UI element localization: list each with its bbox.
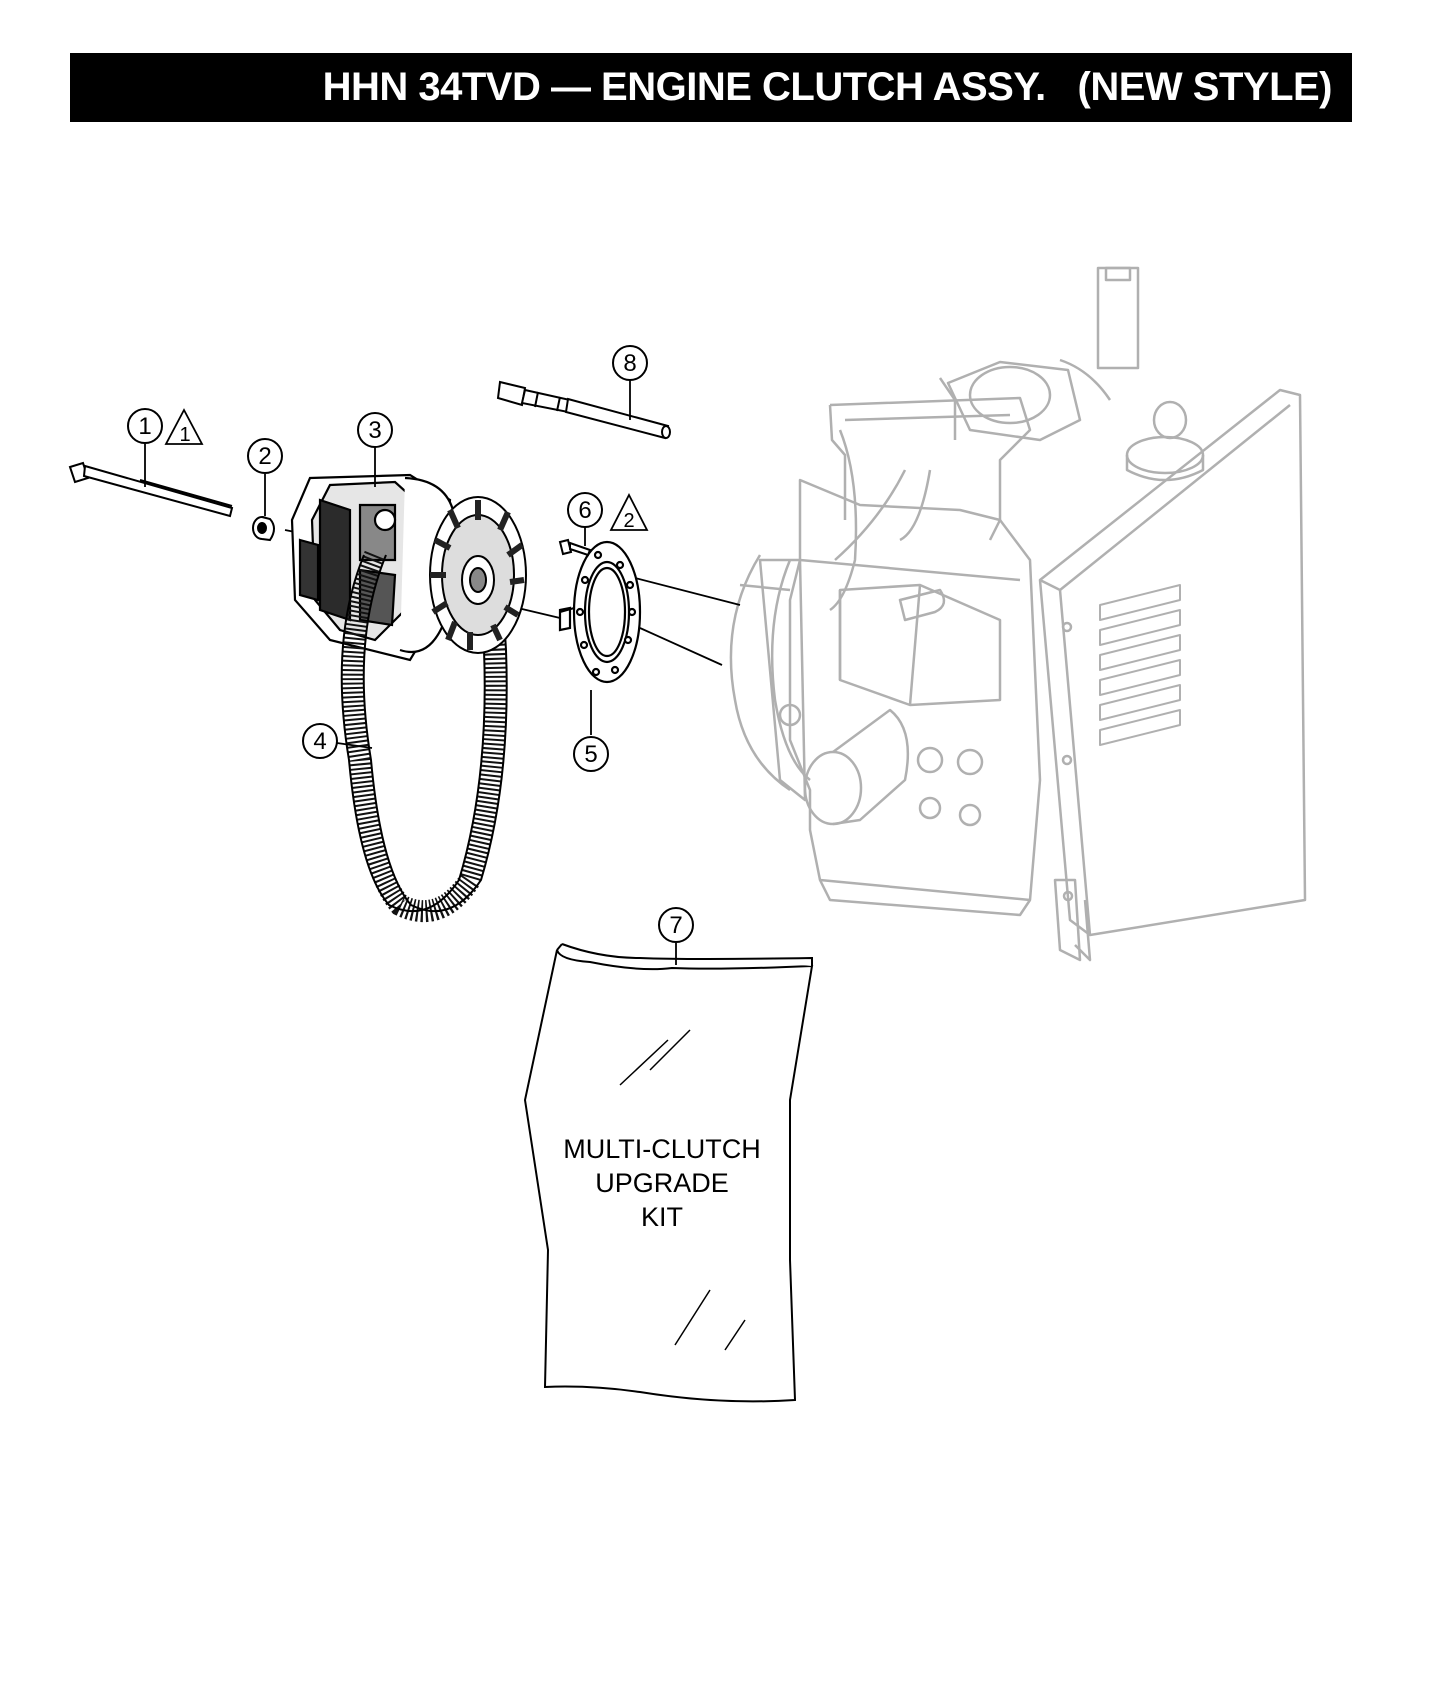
page-title: HHN 34TVD — ENGINE CLUTCH ASSY. (NEW STY… [70,53,1352,122]
callout-leaders [144,380,677,965]
callout-6-number: 6 [578,497,591,524]
callout-6: 6 [567,492,603,528]
warning-2-number: 2 [623,510,634,532]
callout-4-number: 4 [313,728,326,755]
kit-label-line2: UPGRADE [595,1168,729,1198]
callout-8-number: 8 [623,350,636,377]
callout-8: 8 [612,345,648,381]
callout-5-number: 5 [584,741,597,768]
callout-4: 4 [302,723,338,759]
part-8-shaft [496,380,671,440]
clutch-fan-sheave [429,496,527,654]
part-2-bushing [252,516,275,542]
callout-3-number: 3 [368,417,381,444]
callout-7: 7 [658,907,694,943]
part-1-bolt [68,461,234,518]
part-5-adapter-plate [558,540,642,684]
callout-5: 5 [573,736,609,772]
part-6-screw [558,538,592,557]
callout-1: 1 [127,408,163,444]
warning-1-number: 1 [179,424,190,446]
callout-1-number: 1 [138,413,151,440]
kit-label-line1: MULTI-CLUTCH [563,1134,761,1164]
callout-2-number: 2 [258,443,271,470]
callout-7-number: 7 [669,912,682,939]
part-7-kit-bag [523,943,814,1403]
callout-2: 2 [247,438,283,474]
warning-triangle-1: 1 [164,408,204,446]
engine-illustration [729,266,1307,962]
warning-triangle-2: 2 [609,493,649,532]
kit-label-line3: KIT [641,1202,683,1232]
callout-3: 3 [357,412,393,448]
